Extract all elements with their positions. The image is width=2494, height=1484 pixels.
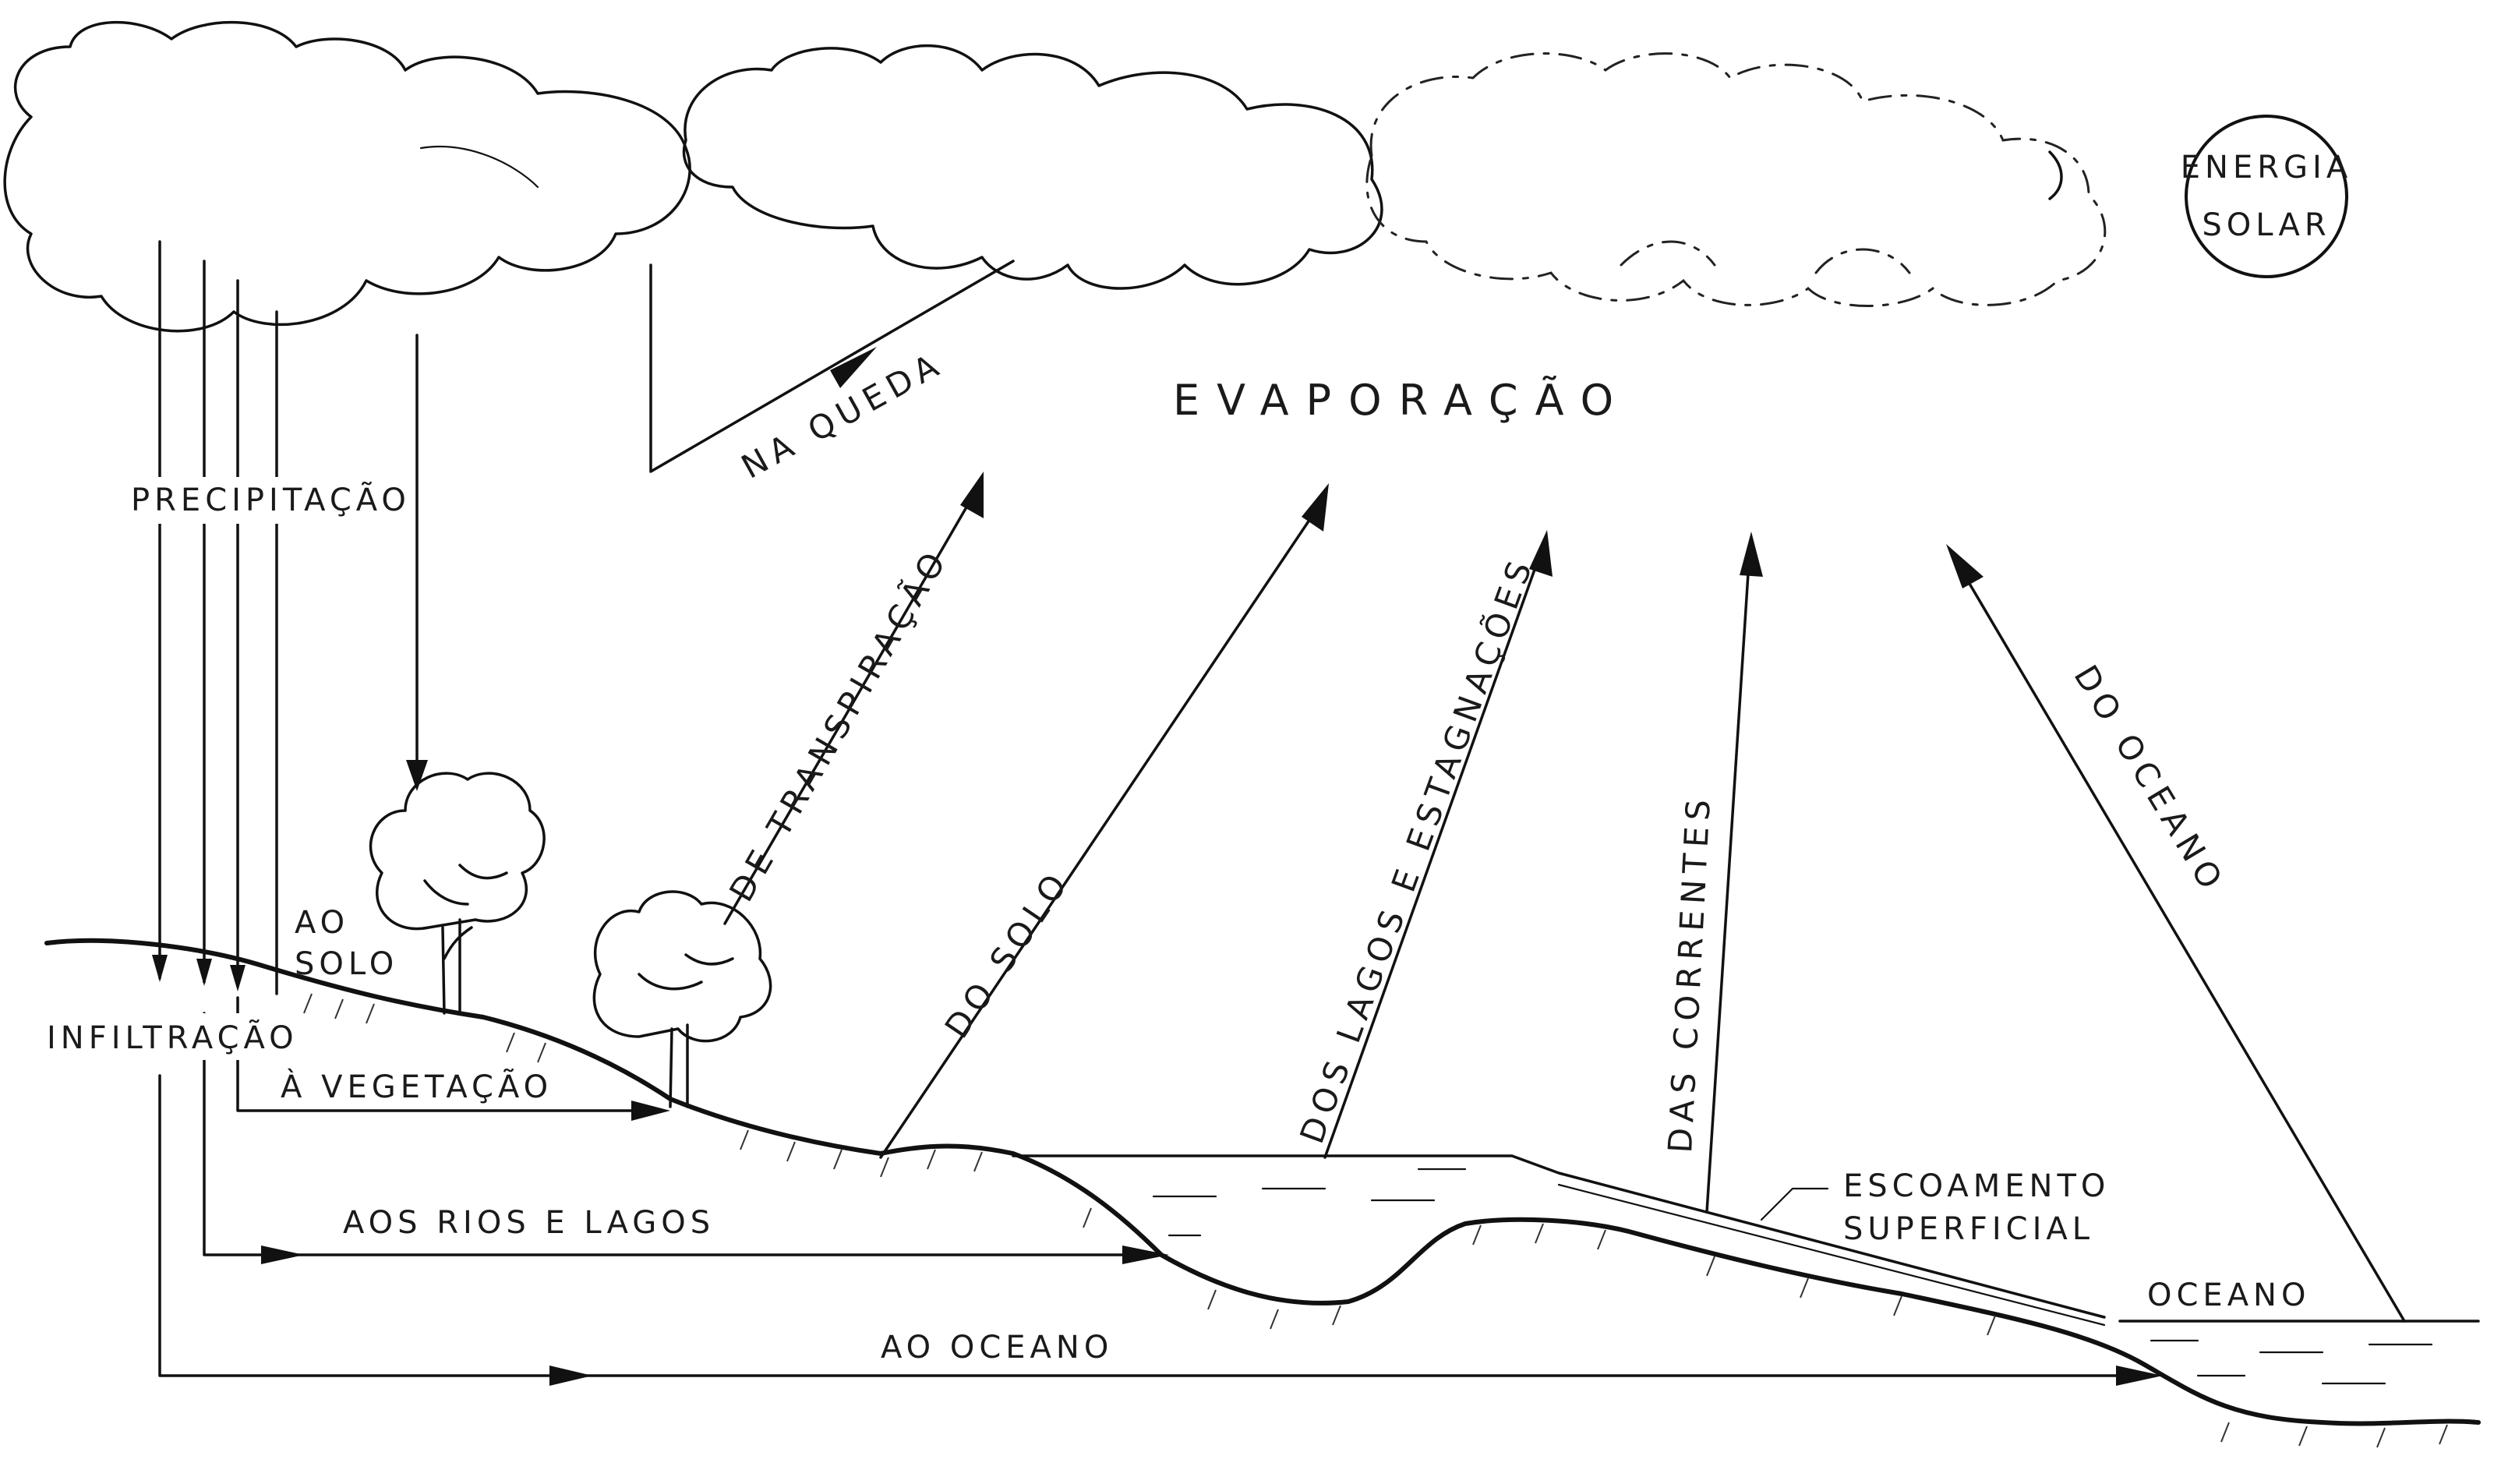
to-vegetation-label: À VEGETAÇÃO [281,1068,553,1105]
infiltration-label: INFILTRAÇÃO [47,1019,299,1056]
cloud-left [3,20,691,333]
cloud-right [1365,52,2107,307]
to-soil-label-line2: SOLO [295,946,398,982]
precipitation-label-bg [125,477,397,524]
from-soil-label: DO SOLO [938,862,1078,1044]
precipitation-label: PRECIPITAÇÃO [131,481,411,518]
evaporation-arrows [723,472,2406,1323]
ground-profile [44,938,2481,1448]
soil-evaporation-arrowhead [1302,483,1329,532]
to-rivers-lakes-label: AOS RIOS E LAGOS [343,1205,715,1241]
evaporation-title: EVAPORAÇÃO [1173,376,1630,425]
to-soil-label-line1: AO [295,905,349,941]
precipitation-arrowhead [406,760,428,791]
streams-evaporation-arrowhead [1740,532,1763,577]
transpiration-arrowhead [960,472,984,518]
ocean-label: OCEANO [2147,1277,2310,1313]
tree-upper-icon [369,772,546,1015]
solar-energy: ENERGIA SOLAR [2181,115,2352,278]
runoff-label-line1: ESCOAMENTO [1843,1168,2110,1204]
runoff-leader-line [1760,1187,1829,1221]
ocean-water [2118,1320,2480,1385]
on-fall-path [649,260,1015,473]
sun-icon [2185,115,2348,278]
to-ocean-label: AO OCEANO [881,1330,1113,1366]
solar-energy-label-line1: ENERGIA [2181,150,2352,186]
cloud-right-tail [2048,150,2063,200]
lake [1012,1154,2106,1327]
ocean-evaporation-arrowhead [1946,544,1984,588]
lakes-evaporation-arrowhead [1529,530,1553,577]
cloud-right-inner [1620,240,1911,274]
solar-energy-label-line2: SOLAR [2202,207,2330,243]
to-vegetation-arrowhead [631,1101,670,1121]
flow-paths [158,996,2163,1386]
from-ocean-label: DO OCEANO [2066,659,2232,901]
precipitation-lines [152,240,428,995]
transpiration-label: DE TRANSPIRAÇÃO [721,540,956,908]
from-lakes-label: DOS LAGOS E ESTAGNAÇÕES [1291,550,1541,1148]
from-streams-label: DAS CORRENTES [1661,793,1718,1154]
cloud-bank [3,20,2107,333]
runoff-label-line2: SUPERFICIAL [1843,1211,2094,1247]
cloud-middle [682,44,1383,290]
tree-lower-icon [592,890,772,1108]
cloud-left-inner [419,145,539,189]
infiltration-label-bg [39,1013,288,1060]
